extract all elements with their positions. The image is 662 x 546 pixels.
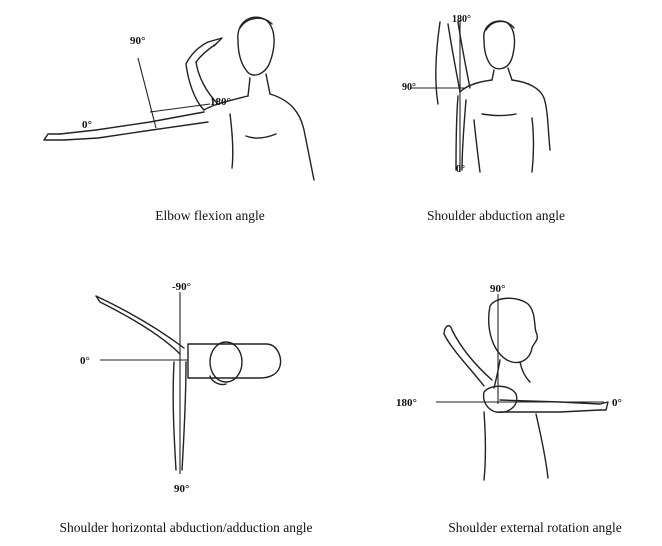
elbow-180-reference-line [150, 104, 210, 112]
elbow-label-180: 180° [210, 96, 231, 108]
elbow-label-90: 90° [130, 35, 145, 47]
horizontal-figure-illustration [96, 296, 280, 470]
horizontal-label-90: 90° [174, 483, 189, 495]
abduction-label-90: 90° [402, 82, 416, 93]
horizontal-label-0: 0° [80, 355, 90, 367]
panel-horizontal-abduction: -90° 0° 90° [80, 281, 280, 495]
rotation-label-180: 180° [396, 397, 417, 409]
panel-external-rotation: 90° 180° 0° [396, 283, 622, 480]
rotation-label-0: 0° [612, 397, 622, 409]
rotation-label-90: 90° [490, 283, 505, 295]
caption-elbow-flexion: Elbow flexion angle [120, 208, 300, 224]
panel-elbow-flexion: 90° 180° 0° [44, 17, 314, 180]
elbow-figure-illustration [44, 17, 314, 180]
caption-shoulder-abduction: Shoulder abduction angle [396, 208, 596, 224]
rotation-figure-illustration [444, 298, 608, 480]
caption-horizontal-abduction-adduction: Shoulder horizontal abduction/adduction … [6, 520, 366, 536]
elbow-90-reference-line [138, 58, 156, 128]
horizontal-label-neg90: -90° [172, 281, 191, 293]
abduction-figure-illustration [436, 21, 550, 172]
panel-shoulder-abduction: 180° 90° 0° [402, 14, 550, 175]
abduction-label-180: 180° [452, 14, 471, 25]
caption-external-rotation: Shoulder external rotation angle [410, 520, 660, 536]
abduction-label-0: 0° [456, 164, 465, 175]
elbow-label-0: 0° [82, 119, 92, 131]
